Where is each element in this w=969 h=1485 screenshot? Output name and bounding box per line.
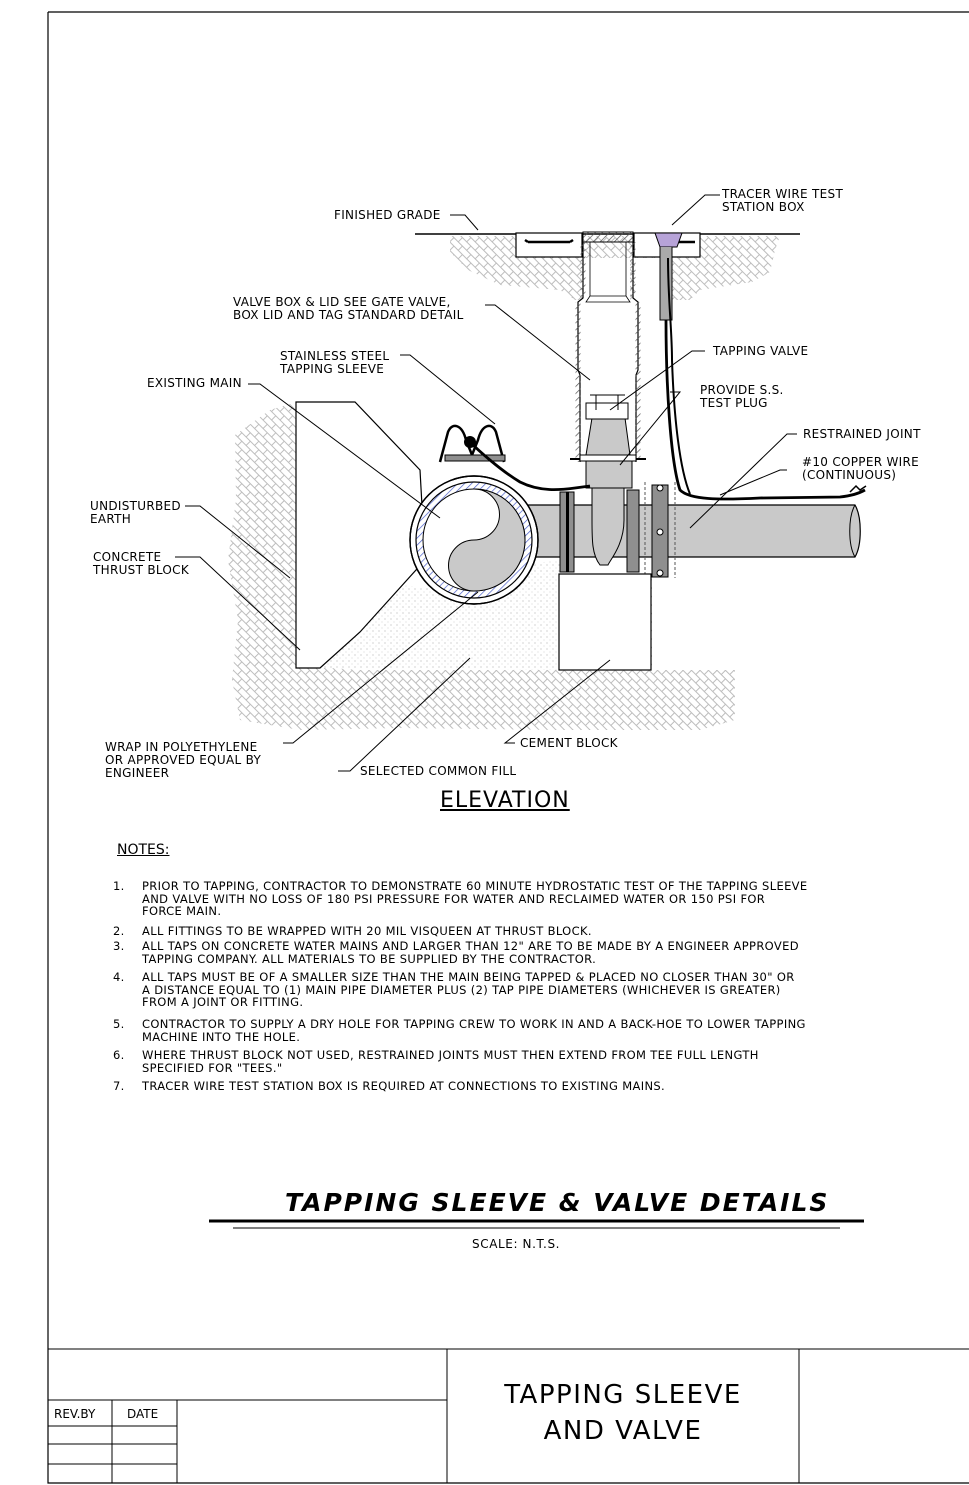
valve-flange [626, 489, 640, 573]
label-tracer-wire-box: TRACER WIRE TEST STATION BOX [722, 187, 844, 214]
label-restrained-joint: RESTRAINED JOINT [803, 427, 921, 441]
label-cement-block: CEMENT BLOCK [520, 736, 618, 750]
scale-label: SCALE: N.T.S. [472, 1237, 561, 1251]
title-block-grid [48, 1348, 969, 1483]
thrust-block [295, 401, 426, 669]
note-1: 1.PRIOR TO TAPPING, CONTRACTOR TO DEMONS… [113, 879, 808, 918]
label-common-fill: SELECTED COMMON FILL [360, 764, 517, 778]
elevation-drawing [175, 194, 867, 772]
cement-block [558, 573, 652, 671]
elevation-title: ELEVATION [440, 788, 570, 813]
notes-title: NOTES: [117, 842, 170, 858]
note-7: 7.TRACER WIRE TEST STATION BOX IS REQUIR… [113, 1079, 666, 1093]
upper-soil-hatch [450, 236, 780, 300]
label-tapping-sleeve: STAINLESS STEEL TAPPING SLEEVE [280, 349, 390, 376]
label-thrust-block: CONCRETE THRUST BLOCK [93, 550, 190, 577]
sheet-border [47, 11, 969, 1484]
label-tapping-valve: TAPPING VALVE [713, 344, 809, 358]
main-flow-symbol [448, 488, 526, 592]
label-finished-grade: FINISHED GRADE [334, 208, 441, 222]
note-4: 4.ALL TAPS MUST BE OF A SMALLER SIZE THA… [113, 970, 795, 1009]
label-wrap: WRAP IN POLYETHYLENE OR APPROVED EQUAL B… [105, 740, 262, 780]
note-3: 3.ALL TAPS ON CONCRETE WATER MAINS AND L… [113, 939, 799, 966]
note-2: 2.ALL FITTINGS TO BE WRAPPED WITH 20 MIL… [113, 924, 592, 938]
detail-title: TAPPING SLEEVE & VALVE DETAILS [285, 1188, 830, 1217]
sheet-title-line-2: AND VALVE [543, 1416, 703, 1446]
tapping-valve-body [585, 417, 631, 456]
sheet-title-line-1: TAPPING SLEEVE [504, 1380, 742, 1410]
label-valve-box: VALVE BOX & LID SEE GATE VALVE, BOX LID … [233, 295, 464, 322]
leader-lines [175, 194, 797, 772]
rev-by-header: REV.BY [54, 1407, 96, 1421]
date-header: DATE [127, 1407, 159, 1421]
valve-box-slab-left [515, 232, 583, 258]
note-6: 6.WHERE THRUST BLOCK NOT USED, RESTRAINE… [113, 1048, 759, 1075]
label-test-plug: PROVIDE S.S. TEST PLUG [700, 383, 784, 410]
title-underline [209, 1219, 864, 1229]
label-copper-wire: #10 COPPER WIRE (CONTINUOUS) [802, 455, 919, 482]
copper-tracer-wire [469, 319, 866, 501]
valve-box-lid [582, 231, 634, 243]
label-existing-main: EXISTING MAIN [147, 376, 242, 390]
note-5: 5.CONTRACTOR TO SUPPLY A DRY HOLE FOR TA… [113, 1017, 806, 1044]
tracer-wire-box [654, 232, 683, 248]
label-undisturbed-earth: UNDISTURBED EARTH [90, 499, 181, 526]
